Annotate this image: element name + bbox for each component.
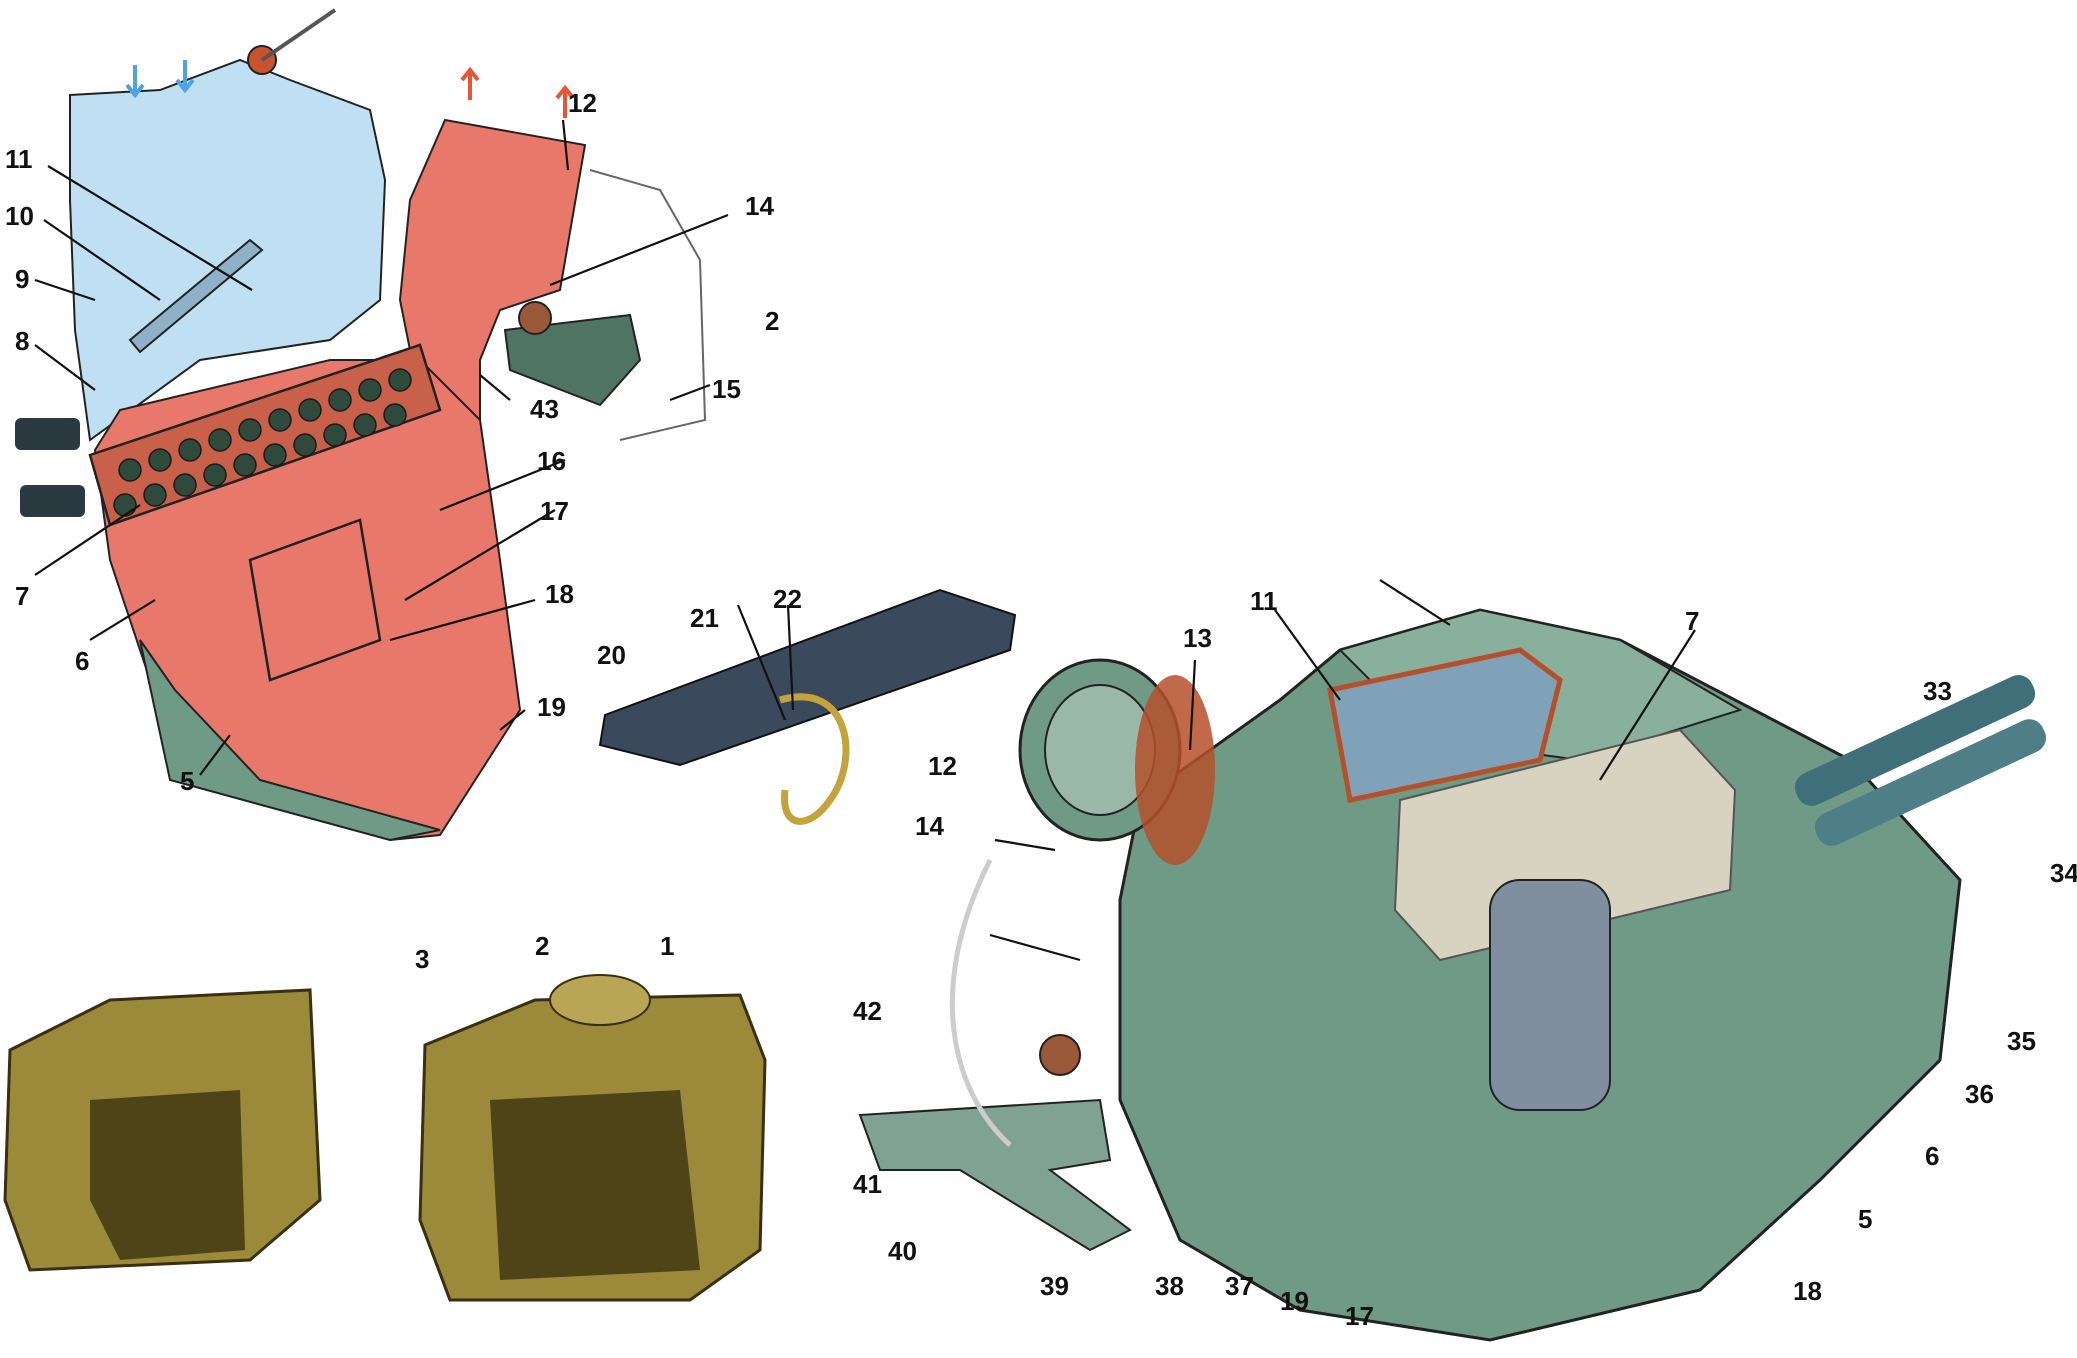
hot-air-upper-duct [398, 118, 587, 422]
label-35: 35 [2007, 1026, 2036, 1056]
label-14: 14 [745, 191, 774, 221]
label-12: 12 [568, 88, 597, 118]
tank-right [418, 974, 767, 1302]
heater-assembly [1018, 608, 2047, 1342]
label-33: 33 [1923, 676, 1952, 706]
label-11: 11 [5, 144, 33, 174]
sectional-view [15, 8, 707, 842]
label-3: 3 [415, 944, 429, 974]
label-5: 5 [180, 766, 194, 796]
heater-core [88, 343, 442, 527]
label-17-right: 17 [1345, 1301, 1374, 1331]
label-40: 40 [888, 1236, 917, 1266]
label-17: 17 [540, 496, 569, 526]
labels: 11 10 9 8 7 6 5 12 14 2 15 43 16 17 18 1… [5, 88, 2077, 1331]
cover-outline [589, 169, 707, 441]
label-39: 39 [1040, 1271, 1069, 1301]
label-2-bottom: 2 [535, 931, 549, 961]
label-1: 1 [660, 931, 674, 961]
label-8: 8 [15, 326, 29, 356]
air-flap [128, 238, 264, 354]
label-37: 37 [1225, 1271, 1254, 1301]
leader-lines [34, 119, 1696, 962]
label-22: 22 [773, 584, 802, 614]
damper-flap [248, 518, 382, 682]
label-12-right: 12 [928, 751, 957, 781]
label-34: 34 [2050, 858, 2077, 888]
label-43: 43 [530, 394, 559, 424]
tank-left [3, 988, 322, 1272]
label-16: 16 [537, 446, 566, 476]
label-36: 36 [1965, 1079, 1994, 1109]
label-42: 42 [853, 996, 882, 1026]
heater-tap [503, 313, 642, 407]
label-10: 10 [5, 201, 34, 231]
label-6-right: 6 [1925, 1141, 1939, 1171]
label-6: 6 [75, 646, 89, 676]
label-19-right: 19 [1280, 1286, 1309, 1316]
tap-bracket [858, 858, 1132, 1252]
label-15: 15 [712, 374, 741, 404]
airflow-arrows [125, 60, 575, 118]
label-7: 7 [15, 581, 29, 611]
air-intake-flap [598, 588, 1017, 825]
label-38: 38 [1155, 1271, 1184, 1301]
label-41: 41 [853, 1169, 882, 1199]
label-2: 2 [765, 306, 779, 336]
label-18-right: 18 [1793, 1276, 1822, 1306]
label-20: 20 [597, 640, 626, 670]
bottom-tray [139, 639, 441, 842]
label-5-right: 5 [1858, 1204, 1872, 1234]
label-7-right: 7 [1685, 606, 1699, 636]
label-18: 18 [545, 579, 574, 609]
label-13: 13 [1183, 623, 1212, 653]
outlet-pipe [20, 485, 85, 517]
label-14-right: 14 [915, 811, 944, 841]
label-19: 19 [537, 692, 566, 722]
inlet-pipe [15, 418, 80, 450]
label-21: 21 [690, 603, 719, 633]
label-9: 9 [15, 264, 29, 294]
label-11-right: 11 [1250, 586, 1278, 616]
